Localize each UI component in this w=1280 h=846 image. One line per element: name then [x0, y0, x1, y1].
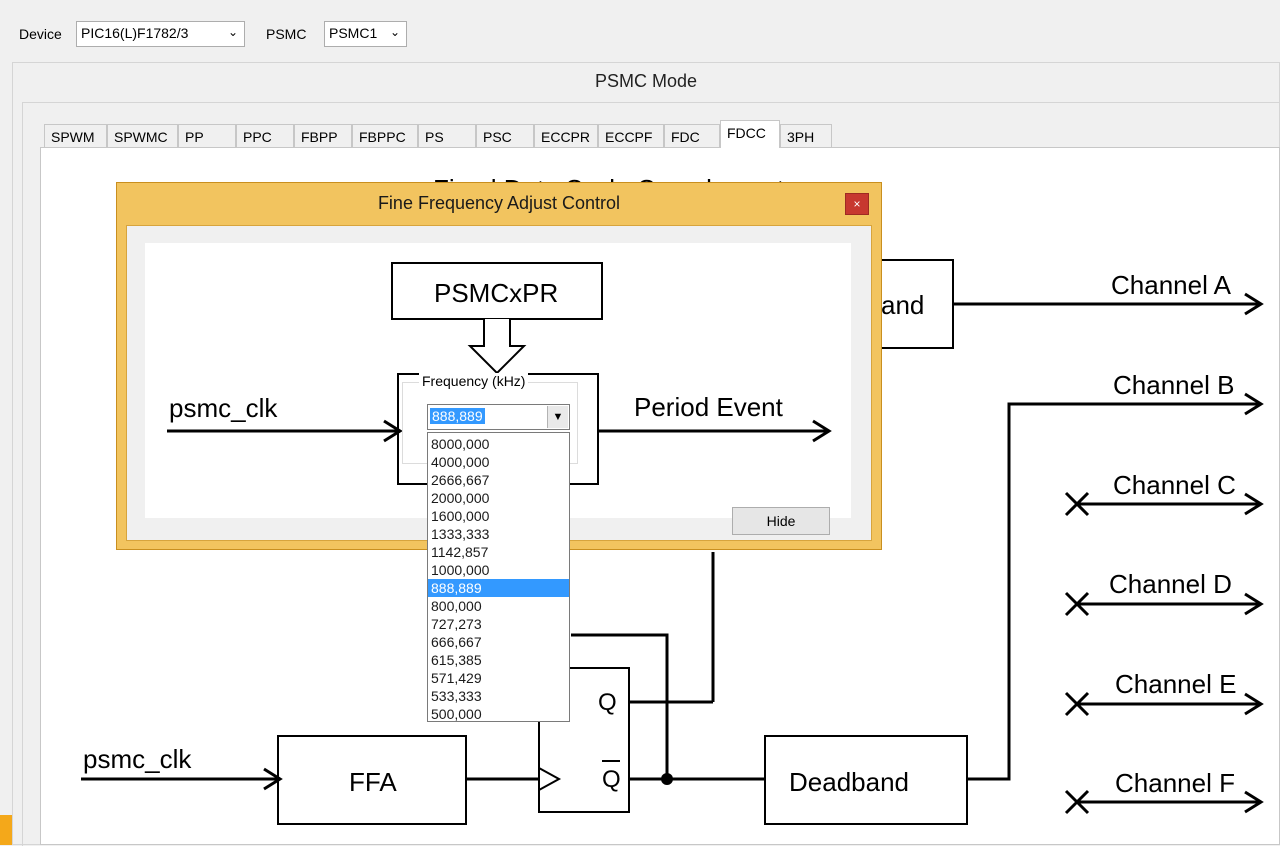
arrow-right-icon [1244, 292, 1264, 316]
channel-d-label: Channel D [1109, 569, 1232, 599]
frequency-option[interactable]: 666,667 [431, 634, 482, 650]
clock-input-icon [538, 767, 562, 791]
arrow-right-icon [812, 419, 832, 443]
arrow-right-icon [383, 419, 403, 443]
frequency-option[interactable]: 4000,000 [431, 454, 490, 470]
frequency-option[interactable]: 727,273 [431, 616, 482, 632]
arrow-right-icon [1244, 692, 1264, 716]
chevron-down-icon: ⌄ [389, 25, 400, 39]
down-arrow-icon [467, 319, 527, 375]
frequency-option[interactable]: 1000,000 [431, 562, 490, 578]
junction-dot [661, 773, 673, 785]
frequency-option-selected[interactable]: 888,889 [428, 579, 569, 597]
chevron-down-icon: ⌄ [227, 25, 238, 39]
top-toolbar: Device PIC16(L)F1782/3 ⌄ PSMC PSMC1 ⌄ [0, 0, 1280, 60]
chevron-down-icon[interactable]: ▼ [547, 406, 568, 428]
psmc-select[interactable]: PSMC1 ⌄ [324, 21, 407, 47]
qbar-feedback-line [571, 633, 669, 779]
clock-label: psmc_clk [83, 744, 192, 774]
dialog-title: Fine Frequency Adjust Control [377, 193, 621, 213]
channel-c-label: Channel C [1113, 470, 1236, 500]
channel-b-label: Channel B [1113, 370, 1234, 400]
tab-fdc[interactable]: FDC [664, 124, 720, 148]
frequency-option[interactable]: 800,000 [431, 598, 482, 614]
flip-flop-block [538, 667, 630, 813]
channel-f-label: Channel F [1115, 768, 1235, 798]
frequency-option[interactable]: 2666,667 [431, 472, 490, 488]
tab-3ph[interactable]: 3PH [780, 124, 832, 148]
close-button[interactable]: × [845, 193, 869, 215]
tab-pp[interactable]: PP [178, 124, 236, 148]
tab-fbppc[interactable]: FBPPC [352, 124, 418, 148]
psmc-select-value: PSMC1 [329, 25, 378, 41]
psmc-label: PSMC [266, 26, 307, 42]
inner-panel [22, 102, 1280, 846]
frequency-option[interactable]: 1142,857 [431, 544, 489, 560]
device-select-value: PIC16(L)F1782/3 [81, 25, 189, 41]
x-mark-icon [1064, 591, 1090, 617]
frequency-option[interactable]: 533,333 [431, 688, 482, 704]
channel-a-label: Channel A [1111, 270, 1232, 300]
device-label: Device [19, 26, 62, 42]
tab-fbpp[interactable]: FBPP [294, 124, 352, 148]
arrow-right-icon [1244, 492, 1264, 516]
arrow-right-icon [1244, 592, 1264, 616]
ffa-label: FFA [349, 767, 397, 797]
arrow-right-icon [263, 767, 283, 791]
panel-title: PSMC Mode [594, 71, 698, 91]
tab-spwm[interactable]: SPWM [44, 124, 107, 148]
device-select[interactable]: PIC16(L)F1782/3 ⌄ [76, 21, 245, 47]
frequency-option[interactable]: 571,429 [431, 670, 482, 686]
window-edge [0, 815, 12, 845]
frequency-option[interactable]: 500,000 [431, 706, 482, 722]
tab-ppc[interactable]: PPC [236, 124, 294, 148]
deadband-top-label: and [881, 290, 924, 320]
q-label: Q [598, 689, 617, 716]
frequency-option[interactable]: 1333,333 [431, 526, 490, 542]
frequency-dropdown-list[interactable]: 8000,000 4000,000 2666,667 2000,000 1600… [427, 432, 570, 722]
frequency-option[interactable]: 615,385 [431, 652, 482, 668]
x-mark-icon [1064, 491, 1090, 517]
tab-spwmc[interactable]: SPWMC [107, 124, 178, 148]
tab-ps[interactable]: PS [418, 124, 476, 148]
frequency-option[interactable]: 2000,000 [431, 490, 490, 506]
frequency-select[interactable]: 888,889 ▼ [427, 404, 570, 430]
tab-eccpf[interactable]: ECCPF [598, 124, 664, 148]
deadband-label: Deadband [789, 767, 909, 797]
frequency-select-value: 888,889 [430, 408, 485, 424]
arrow-right-icon [1244, 790, 1264, 814]
period-event-label: Period Event [634, 392, 784, 422]
dialog-clock-label: psmc_clk [169, 393, 278, 423]
tab-psc[interactable]: PSC [476, 124, 534, 148]
frequency-option[interactable]: 8000,000 [431, 436, 490, 452]
channel-e-label: Channel E [1115, 669, 1236, 699]
tab-eccpr[interactable]: ECCPR [534, 124, 598, 148]
psmcxpr-label: PSMCxPR [434, 278, 558, 308]
hide-button[interactable]: Hide [732, 507, 830, 535]
arrow-right-icon [1244, 392, 1264, 416]
frequency-group-label: Frequency (kHz) [419, 373, 529, 389]
x-mark-icon [1064, 789, 1090, 815]
qbar-label: Q [602, 766, 621, 793]
channel-b-line [967, 402, 1259, 781]
tab-fdcc[interactable]: FDCC [720, 120, 780, 148]
frequency-option[interactable]: 1600,000 [431, 508, 490, 524]
deadband-block [764, 735, 968, 825]
x-mark-icon [1064, 691, 1090, 717]
